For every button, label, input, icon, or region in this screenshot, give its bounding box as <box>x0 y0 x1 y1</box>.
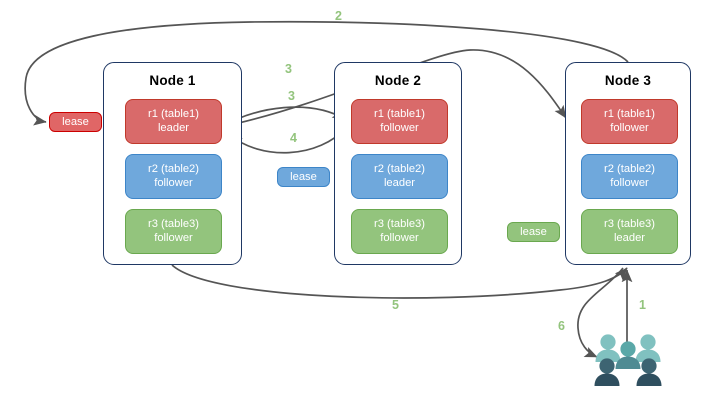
node-1-replica-r2[interactable]: r2 (table2) follower <box>125 154 222 199</box>
replica-name: r2 (table2) <box>604 163 655 175</box>
replica-name: r1 (table1) <box>374 108 425 120</box>
node-3-replica-r1[interactable]: r1 (table1) follower <box>581 99 678 144</box>
node-2-box[interactable]: Node 2 r1 (table1) follower r2 (table2) … <box>334 62 462 265</box>
edge-3-node1-to-node3 <box>220 49 567 128</box>
edge-label-2: 2 <box>335 9 342 23</box>
edge-label-3-lower: 3 <box>288 89 295 103</box>
node-2-replica-r2[interactable]: r2 (table2) leader <box>351 154 448 199</box>
users-icon <box>592 333 664 389</box>
replica-role: follower <box>154 231 193 244</box>
node-1-title: Node 1 <box>149 73 196 88</box>
replica-role: follower <box>380 121 419 134</box>
edge-label-6: 6 <box>558 319 565 333</box>
lease-badge-r2[interactable]: lease <box>277 167 330 187</box>
replica-role: leader <box>157 121 190 134</box>
edge-label-5: 5 <box>392 298 399 312</box>
node-3-replica-r3[interactable]: r3 (table3) leader <box>581 209 678 254</box>
edge-label-4: 4 <box>290 131 297 145</box>
node-3-replica-r2[interactable]: r2 (table2) follower <box>581 154 678 199</box>
replica-role: leader <box>383 176 416 189</box>
node-1-box[interactable]: Node 1 r1 (table1) leader r2 (table2) fo… <box>103 62 242 265</box>
edge-4-node2-to-node1 <box>229 125 349 154</box>
replica-name: r2 (table2) <box>374 163 425 175</box>
node-1-replica-r3[interactable]: r3 (table3) follower <box>125 209 222 254</box>
lease-badge-r1[interactable]: lease <box>49 112 102 132</box>
node-3-title: Node 3 <box>604 73 652 88</box>
replica-role: leader <box>613 231 646 244</box>
edge-6-node3-to-clients <box>577 267 624 358</box>
node-2-title: Node 2 <box>374 73 422 88</box>
node-2-replica-r1[interactable]: r1 (table1) follower <box>351 99 448 144</box>
replica-name: r1 (table1) <box>148 108 199 120</box>
edge-label-3-upper: 3 <box>285 62 292 76</box>
edge-2-node3-to-lease-r1 <box>24 20 629 126</box>
node-3-box[interactable]: Node 3 r1 (table1) follower r2 (table2) … <box>565 62 691 265</box>
replica-role: follower <box>380 231 419 244</box>
replica-name: r3 (table3) <box>604 218 655 230</box>
replica-role: follower <box>610 176 649 189</box>
lease-badge-r3[interactable]: lease <box>507 222 560 242</box>
edge-5-node1-to-node3 <box>171 264 628 299</box>
replica-role: follower <box>154 176 193 189</box>
edge-label-1: 1 <box>639 298 646 312</box>
node-1-replica-r1[interactable]: r1 (table1) leader <box>125 99 222 144</box>
replica-name: r3 (table3) <box>148 218 199 230</box>
replica-name: r2 (table2) <box>148 163 199 175</box>
replica-role: follower <box>610 121 649 134</box>
replica-name: r3 (table3) <box>374 218 425 230</box>
replica-name: r1 (table1) <box>604 108 655 120</box>
node-2-replica-r3[interactable]: r3 (table3) follower <box>351 209 448 254</box>
